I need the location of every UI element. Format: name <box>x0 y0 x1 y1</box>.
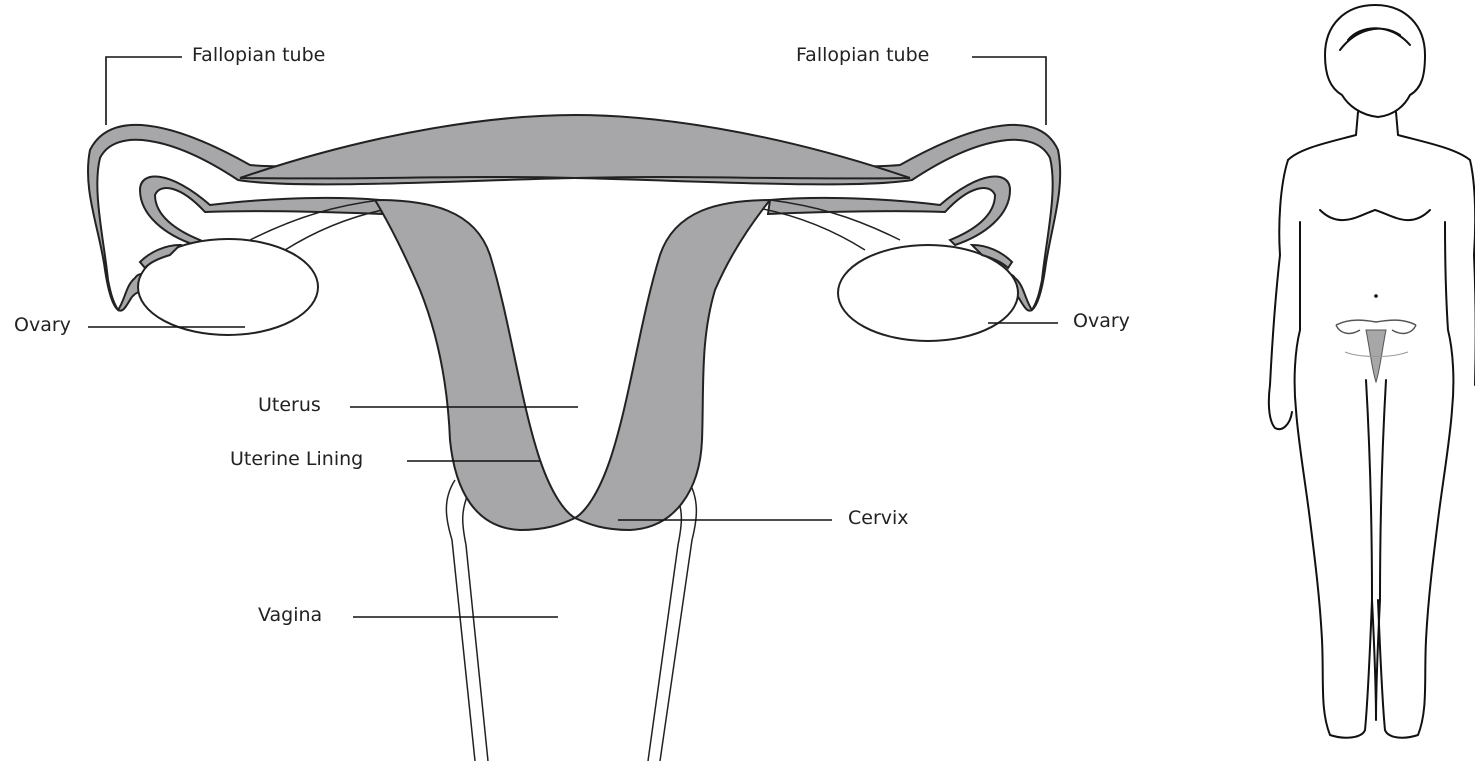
fallopian-tube-left-label: Fallopian tube <box>192 44 325 66</box>
label-uterus: Uterus <box>258 394 578 416</box>
uterus-fundus <box>240 115 910 178</box>
ovary-right-label: Ovary <box>1073 310 1130 332</box>
right-side <box>1378 160 1475 738</box>
anatomy-illustration <box>88 115 1060 761</box>
left-side <box>1269 160 1372 738</box>
cervix-label: Cervix <box>848 507 909 529</box>
body-silhouette <box>1269 5 1475 738</box>
chest <box>1320 210 1430 220</box>
hair <box>1340 28 1410 50</box>
label-fallopian-tube-right: Fallopian tube <box>796 44 1046 125</box>
uterus-wall-left <box>375 200 575 530</box>
ovary-right-shape <box>838 245 1018 341</box>
ovary-left-label: Ovary <box>14 314 71 336</box>
uterine-lining-label: Uterine Lining <box>230 448 363 470</box>
label-fallopian-tube-left: Fallopian tube <box>106 44 325 125</box>
mini-uterus <box>1336 320 1416 382</box>
neck-shoulders <box>1288 112 1470 160</box>
fallopian-tube-right-label: Fallopian tube <box>796 44 929 66</box>
uterus-label: Uterus <box>258 394 321 416</box>
head <box>1325 5 1425 117</box>
navel <box>1374 294 1378 298</box>
vagina-label: Vagina <box>258 604 322 626</box>
label-vagina: Vagina <box>258 604 558 626</box>
uterus-wall-right <box>575 200 770 530</box>
